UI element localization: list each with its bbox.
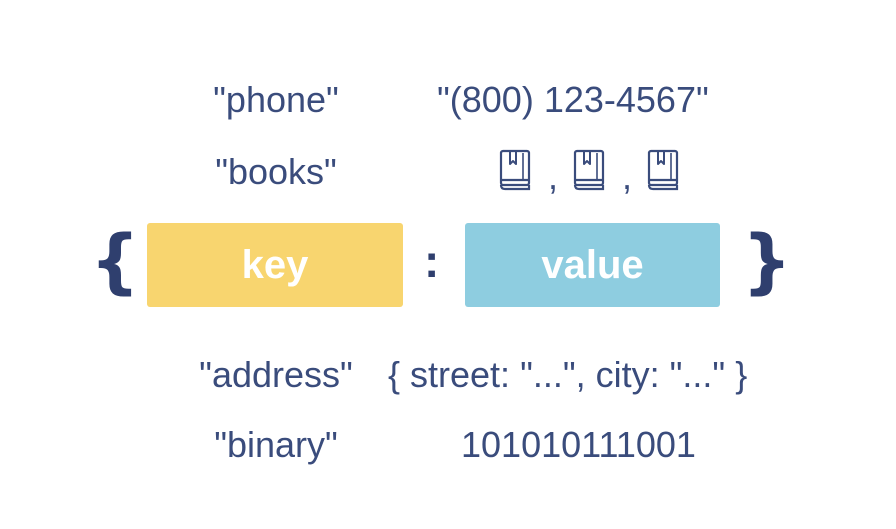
book-icon [646, 149, 682, 191]
key-box: key [147, 223, 403, 307]
book-icon [498, 149, 534, 191]
value-box: value [465, 223, 720, 307]
address-key: "address" [199, 354, 353, 395]
phone-key: "phone" [213, 79, 339, 120]
binary-key: "binary" [214, 424, 338, 465]
books-separator: , [547, 156, 558, 197]
book-icon [572, 149, 608, 191]
open-brace: { [90, 220, 140, 302]
books-key: "books" [215, 151, 337, 192]
colon: : [424, 235, 440, 287]
books-value: , , [498, 148, 682, 197]
address-value: { street: "...", city: "..." } [388, 354, 748, 395]
binary-value: 101010111001 [461, 424, 696, 465]
books-separator: , [621, 156, 632, 197]
close-brace: } [742, 220, 792, 302]
phone-value: "(800) 123-4567" [437, 79, 709, 120]
